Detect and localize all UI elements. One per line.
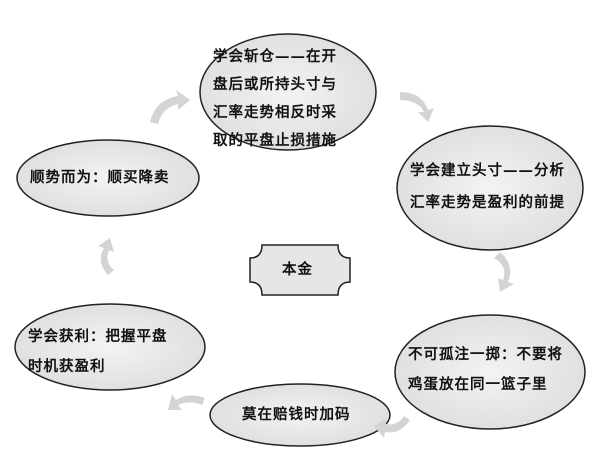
node-left-ellipse (16, 139, 200, 217)
arrow-icon (168, 394, 205, 410)
text-line: 不可孤注一掷：不要将 (408, 346, 563, 363)
center-shape (249, 244, 351, 296)
text-line: 鸡蛋放在同一篮子里 (408, 376, 548, 393)
node-bottom-right-text: 不可孤注一掷：不要将 鸡蛋放在同一篮子里 (408, 340, 563, 400)
arrow-icon (374, 416, 410, 438)
text-line: 莫在赔钱时加码 (242, 406, 351, 423)
arrow-icon (150, 90, 190, 124)
arrow-icon (400, 92, 434, 122)
node-bottom-text: 莫在赔钱时加码 (242, 401, 351, 429)
text-line: 顺势而为：顺买降卖 (30, 169, 170, 186)
node-left-text: 顺势而为：顺买降卖 (30, 164, 170, 192)
node-right-text: 学会建立头寸——分析 汇率走势是盈利的前提 (410, 155, 565, 219)
text-line: 汇率走势是盈利的前提 (410, 194, 565, 211)
text-line: 学会建立头寸——分析 (410, 162, 565, 179)
node-right-ellipse (396, 125, 584, 251)
center-label: 本金 (282, 261, 313, 278)
node-bottom-left-ellipse (14, 303, 206, 391)
text-line: 学会斩仓——在开 (213, 48, 337, 65)
text-line: 学会获利：把握平盘 (28, 328, 168, 345)
arrow-icon (98, 238, 114, 275)
text-line: 时机获盈利 (28, 358, 106, 375)
text-line: 取的平盘止损措施 (213, 132, 337, 149)
node-bottom-left-text: 学会获利：把握平盘 时机获盈利 (28, 322, 168, 382)
text-line: 盘后或所持头寸与 (213, 76, 337, 93)
cycle-arrows (98, 90, 514, 438)
node-top-ellipse (199, 33, 377, 151)
arrow-icon (494, 252, 514, 292)
node-bottom-right-ellipse (394, 314, 586, 430)
node-bottom-ellipse (209, 383, 391, 447)
text-line: 汇率走势相反时采 (213, 104, 337, 121)
node-top-text: 学会斩仓——在开 盘后或所持头寸与 汇率走势相反时采 取的平盘止损措施 (213, 43, 337, 155)
